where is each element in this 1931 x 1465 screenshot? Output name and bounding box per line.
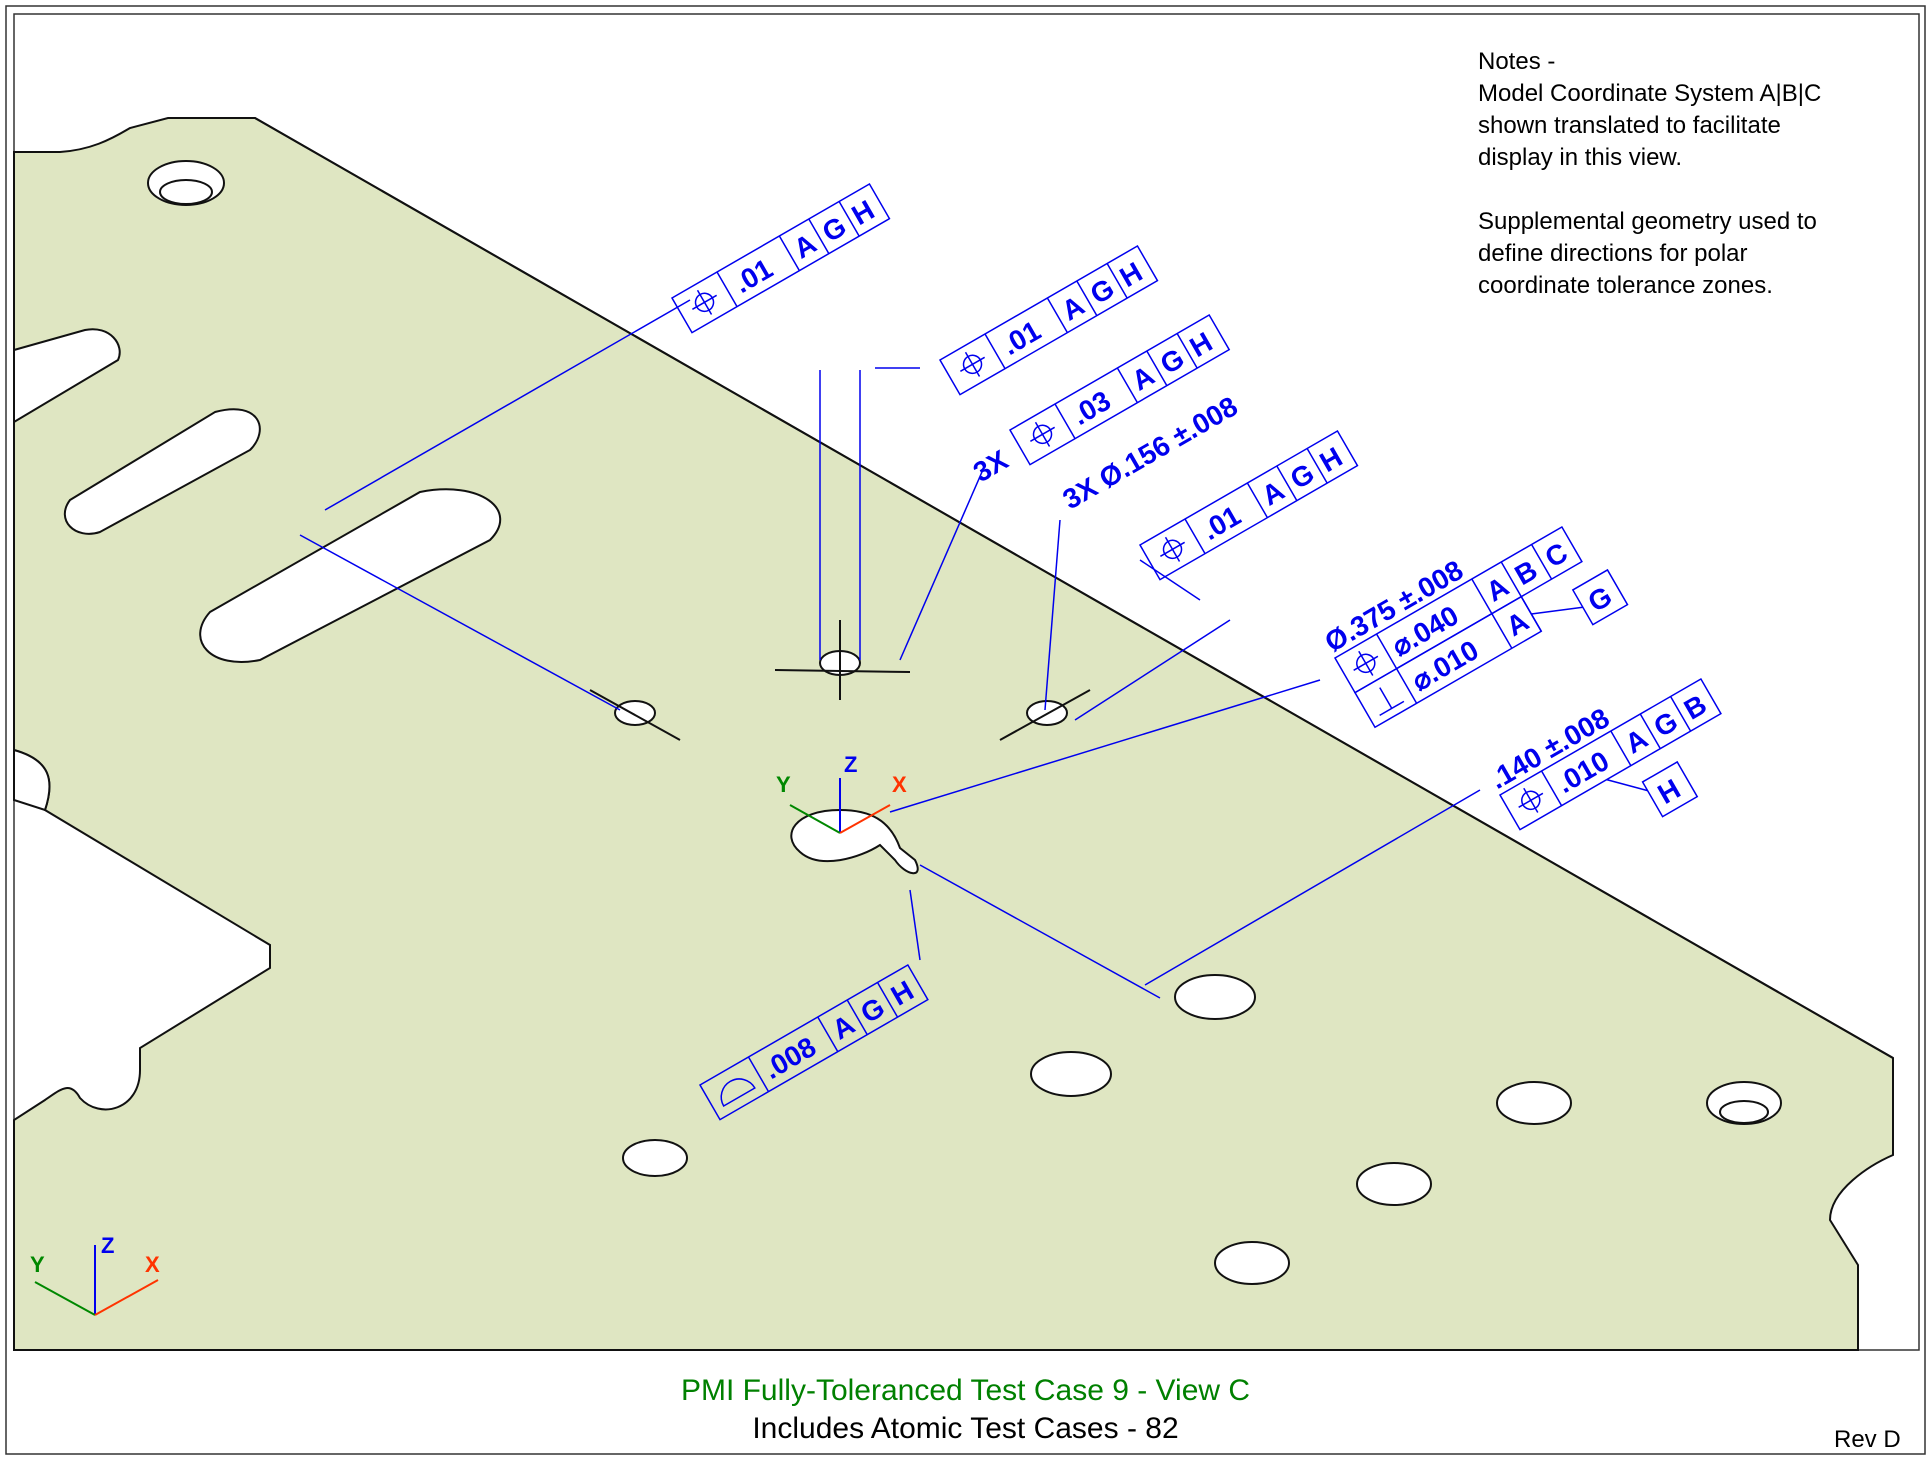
- triad-y-axis: [34, 1281, 96, 1316]
- fcf-3-ref-h: H: [1184, 326, 1217, 363]
- notes-line: Model Coordinate System A|B|C: [1478, 80, 1822, 107]
- fcf-5-tolerance: .01: [1197, 500, 1246, 546]
- notes-header: Notes -: [1478, 48, 1556, 75]
- fcf-2: .01 A G H: [938, 244, 1159, 396]
- keyhole: [790, 808, 919, 875]
- hole: [1496, 1081, 1572, 1125]
- hole: [1356, 1162, 1432, 1206]
- hole: [622, 1139, 688, 1177]
- z-axis-label: Z: [844, 752, 857, 777]
- perpendicularity-icon: [1379, 687, 1405, 717]
- hole: [1174, 974, 1256, 1020]
- hole: [1719, 1100, 1769, 1124]
- profile-of-line-icon: [720, 1078, 756, 1108]
- sheet-border: [5, 5, 1926, 1455]
- triad-z-label: Z: [101, 1233, 114, 1258]
- small-hole: [614, 700, 656, 726]
- position-icon: [960, 351, 986, 377]
- position-icon: [1353, 650, 1379, 676]
- fcf-6: Ø.375 ±.008 ⌀.040 A B C ⌀.010 A G: [1320, 525, 1629, 729]
- view-triad: Z Y X: [30, 1233, 160, 1316]
- slot-3: [199, 488, 502, 663]
- y-axis-label: Y: [776, 772, 791, 797]
- slot-2: [63, 408, 261, 535]
- notes-line: define directions for polar: [1478, 240, 1748, 267]
- notch-cutout: [13, 748, 51, 812]
- plate-top-face: [13, 117, 1894, 1351]
- fcf-2-ref-h: H: [1114, 256, 1147, 293]
- triad-x-label: X: [145, 1252, 160, 1277]
- fcf-3-count: 3X: [968, 444, 1013, 488]
- fcf-3-tolerance: .03: [1067, 385, 1116, 431]
- centerlines: [589, 620, 1091, 741]
- x-axis: [839, 804, 891, 834]
- notes-line: coordinate tolerance zones.: [1478, 272, 1773, 299]
- hole: [1214, 1241, 1290, 1285]
- triad-y-label: Y: [30, 1252, 45, 1277]
- fcf-5-ref-h: H: [1314, 441, 1347, 478]
- fcf-1: .01 A G H: [670, 182, 891, 334]
- fcf-1-tolerance: .01: [729, 253, 778, 299]
- fcf-6-datum: G: [1583, 580, 1617, 618]
- position-icon: [692, 289, 718, 315]
- revision-label: Rev D: [1834, 1426, 1901, 1453]
- drawing-subtitle: Includes Atomic Test Cases - 82: [752, 1412, 1179, 1445]
- position-icon: [1030, 421, 1056, 447]
- x-axis-label: X: [892, 772, 907, 797]
- fcf-1-ref-h: H: [846, 194, 879, 231]
- leader-lines: [299, 299, 1481, 999]
- model-coordinate-system: Z Y X: [776, 752, 907, 834]
- fcf-7-datum: H: [1653, 773, 1686, 810]
- position-icon: [1160, 536, 1186, 562]
- y-axis: [789, 804, 841, 834]
- position-icon: [1518, 787, 1544, 813]
- hole: [159, 179, 213, 205]
- slot-cutout-1: [13, 328, 121, 424]
- notes-line: Supplemental geometry used to: [1478, 208, 1817, 235]
- notes-line: display in this view.: [1478, 144, 1683, 171]
- drawing-title: PMI Fully-Toleranced Test Case 9 - View …: [680, 1374, 1251, 1407]
- plate: [13, 117, 1894, 1351]
- fcf-2-tolerance: .01: [997, 315, 1046, 361]
- holes: [147, 160, 1782, 1285]
- notes-line: shown translated to facilitate: [1478, 112, 1781, 139]
- triad-x-axis: [94, 1279, 159, 1316]
- plate-edge: [254, 117, 1894, 1059]
- hole: [1030, 1051, 1112, 1097]
